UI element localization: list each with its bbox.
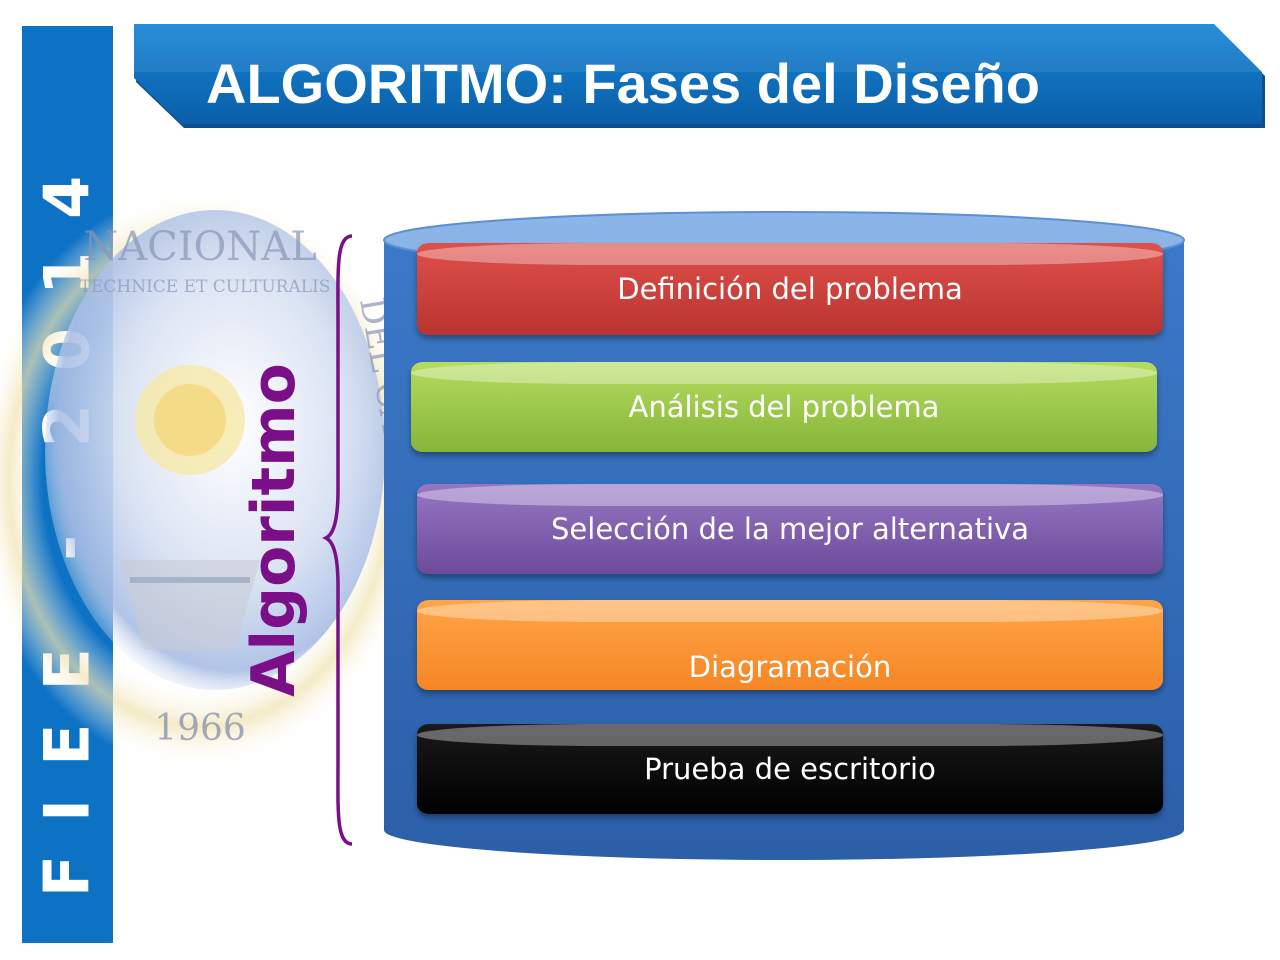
phase-diagramming-label: Diagramación	[688, 650, 892, 684]
algorithm-group-label: Algoritmo	[239, 363, 309, 697]
seal-inner-text: TECHNICE ET CULTURALIS	[80, 277, 331, 297]
phase-definition-label: Definición del problema	[617, 272, 963, 306]
phase-definition: Definición del problema	[417, 243, 1163, 335]
phase-desk-check: Prueba de escritorio	[417, 724, 1163, 814]
phase-analysis-label: Análisis del problema	[628, 390, 940, 424]
university-seal-logo: NACIONAL TECHNICE ET CULTURALIS 1966 DEL…	[0, 190, 400, 770]
seal-year: 1966	[154, 708, 246, 749]
phase-diagramming: Diagramación	[417, 600, 1163, 690]
phase-selection-label: Selección de la mejor alternativa	[551, 512, 1029, 546]
page-title: ALGORITMO: Fases del Diseño	[206, 52, 1040, 115]
seal-arc-text: NACIONAL	[83, 224, 317, 270]
title-banner	[134, 24, 1265, 128]
phase-desk-check-label: Prueba de escritorio	[644, 752, 936, 786]
phase-analysis: Análisis del problema	[411, 362, 1157, 452]
phase-selection: Selección de la mejor alternativa	[417, 484, 1163, 574]
curly-brace	[322, 234, 353, 846]
